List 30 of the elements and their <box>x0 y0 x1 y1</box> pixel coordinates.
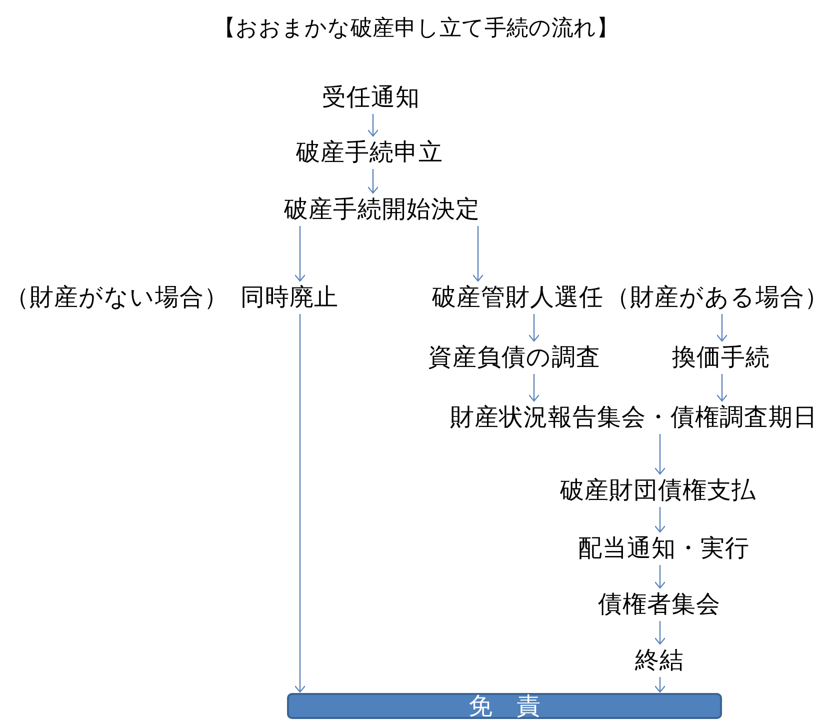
arrow <box>294 314 306 693</box>
result-bar: 免 責 <box>287 693 722 719</box>
arrow <box>654 434 666 475</box>
step-label: 資産負債の調査 <box>428 342 600 372</box>
arrow <box>654 507 666 533</box>
arrow <box>367 114 379 137</box>
condition-note: （財産がない場合） <box>5 282 228 312</box>
step-label: 破産手続開始決定 <box>284 194 480 224</box>
arrow <box>367 169 379 194</box>
step-label: 破産財団債権支払 <box>560 475 756 505</box>
step-label: 破産手続申立 <box>296 137 443 167</box>
step-label: 財産状況報告集会・債権調査期日 <box>450 402 818 432</box>
step-label: 同時廃止 <box>240 282 338 312</box>
step-label: 破産管財人選任 <box>432 282 604 312</box>
arrow <box>528 314 540 342</box>
step-label: 換価手続 <box>672 342 770 372</box>
arrow <box>716 374 728 402</box>
step-label: 受任通知 <box>322 82 420 112</box>
arrow <box>716 314 728 342</box>
arrow <box>654 677 666 693</box>
step-label: 終結 <box>635 645 684 675</box>
arrow <box>294 226 306 282</box>
diagram-title: 【おおまかな破産申し立て手続の流れ】 <box>212 15 620 43</box>
condition-note: （財産がある場合） <box>606 282 829 312</box>
arrow <box>654 565 666 589</box>
step-label: 配当通知・実行 <box>578 533 750 563</box>
arrow <box>654 621 666 645</box>
step-label: 債権者集会 <box>598 589 720 619</box>
arrow <box>472 226 484 282</box>
arrow <box>528 374 540 402</box>
